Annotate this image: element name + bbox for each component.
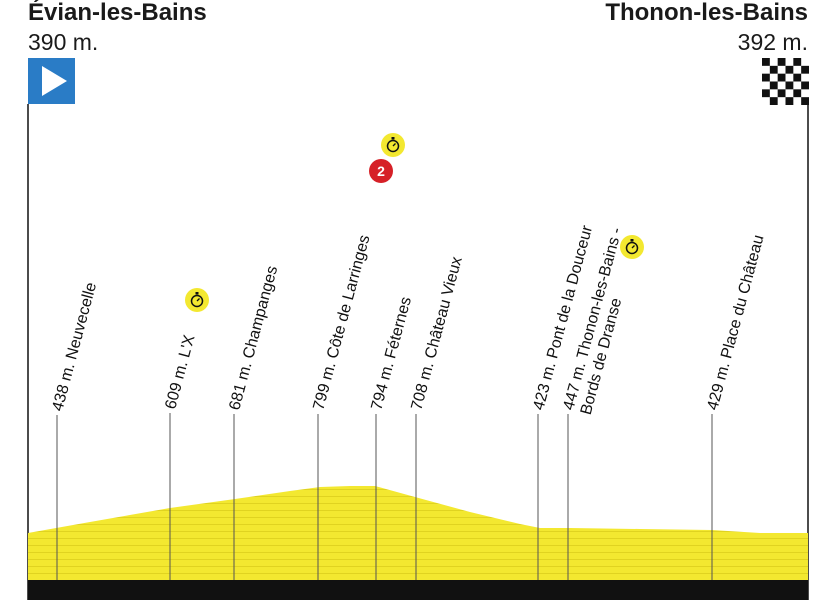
play-triangle-icon (28, 58, 75, 104)
stopwatch-icon (381, 133, 405, 157)
stopwatch-icon (185, 288, 209, 312)
start-altitude: 390 m. (28, 29, 99, 55)
waypoint-label: 681 m. Champanges (226, 264, 281, 412)
waypoint-label: 609 m. L'X (162, 333, 198, 411)
road-band (28, 580, 808, 600)
waypoint-label: 708 m. Château Vieux (408, 255, 465, 412)
finish-altitude: 392 m. (737, 29, 808, 55)
start-town: Évian-les-Bains (28, 0, 207, 26)
finish-town: Thonon-les-Bains (605, 0, 808, 26)
waypoint-label: 799 m. Côte de Larringes (310, 233, 373, 412)
elevation-profile (28, 486, 808, 580)
start-block: Évian-les-Bains 390 m. (28, 0, 207, 56)
climb-category-badge: 2 (369, 159, 393, 183)
waypoint-label: 438 m. Neuvecelle (49, 281, 100, 413)
finish-block: Thonon-les-Bains 392 m. (605, 0, 808, 56)
waypoint-label: 429 m. Place du Château (704, 233, 767, 412)
stopwatch-icon (620, 235, 644, 259)
svg-text:2: 2 (377, 163, 385, 179)
waypoint-label: 794 m. Féternes (368, 295, 415, 412)
checkered-flag-icon (762, 58, 809, 105)
waypoint-place-chateau: 429 m. Place du Château (704, 233, 768, 580)
